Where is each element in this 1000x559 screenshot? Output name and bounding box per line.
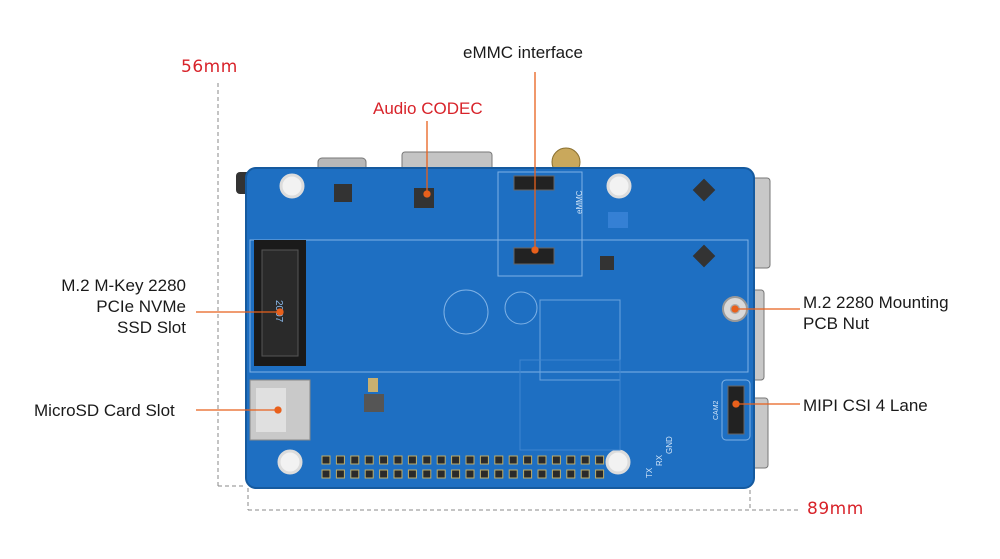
- m2-nut-label-line-2: PCB Nut: [803, 314, 870, 333]
- mipi-outline: [721, 379, 751, 441]
- emmc-callout-dot: [531, 246, 539, 254]
- gpio-pin: [364, 455, 374, 465]
- gpio-pin: [595, 455, 605, 465]
- m2-slot-label: M.2 M-Key 2280 PCIe NVMe SSD Slot: [61, 275, 186, 338]
- gpio-pin: [551, 455, 561, 465]
- gpio-pin: [494, 455, 504, 465]
- gpio-pin: [494, 469, 504, 479]
- gpio-pin: [321, 469, 331, 479]
- gpio-pin: [407, 455, 417, 465]
- height-dimension-label: 56mm: [181, 57, 238, 77]
- gpio-pin: [465, 469, 475, 479]
- gpio-pin: [595, 469, 605, 479]
- capacitor: [368, 378, 378, 392]
- gpio-pin: [335, 469, 345, 479]
- tx-silk-text: TX: [645, 467, 654, 478]
- gpio-pin: [479, 469, 489, 479]
- gpio-pin: [379, 455, 389, 465]
- m2-nut-callout-dot: [731, 305, 739, 313]
- gpio-pin: [580, 469, 590, 479]
- soc-area: [539, 299, 621, 381]
- audio-callout-dot: [423, 190, 431, 198]
- gpio-pin: [451, 469, 461, 479]
- emmc-silk-text: eMMC: [575, 190, 584, 214]
- gpio-pin: [350, 455, 360, 465]
- gpio-pin: [407, 469, 417, 479]
- gpio-header: [321, 455, 605, 479]
- mipi-callout-dot: [732, 400, 740, 408]
- rx-silk-text: RX: [655, 454, 664, 466]
- chip-small-3: [608, 212, 628, 228]
- microsd-label: MicroSD Card Slot: [34, 401, 175, 420]
- mounting-hole-tl: [279, 173, 305, 199]
- inductor: [364, 394, 384, 412]
- pcb: [246, 168, 754, 488]
- gpio-pin: [523, 455, 533, 465]
- gpio-pin: [379, 469, 389, 479]
- gpio-pin: [321, 455, 331, 465]
- gpio-pin: [436, 469, 446, 479]
- m2-outline: [249, 239, 749, 373]
- m2-slot-callout-dot: [276, 308, 284, 316]
- mounting-hole-bl: [277, 449, 303, 475]
- m2-hole-outline-2: [504, 291, 538, 325]
- chip-small-2: [600, 256, 614, 270]
- gpio-pin: [566, 469, 576, 479]
- gpio-pin: [393, 469, 403, 479]
- m2-hole-outline-1: [443, 289, 489, 335]
- gpio-pin: [551, 469, 561, 479]
- mipi-connector: [727, 385, 745, 435]
- audio-codec-label: Audio CODEC: [373, 99, 483, 118]
- gpio-pin: [508, 455, 518, 465]
- audio-codec-chip: [414, 188, 434, 208]
- microsd-callout-dot: [274, 406, 282, 414]
- gpio-pin: [566, 455, 576, 465]
- pcb-outline: [245, 167, 755, 489]
- gpio-pin: [479, 455, 489, 465]
- m2-slot-inner: [261, 249, 299, 357]
- gpio-pin: [537, 455, 547, 465]
- gpio-pin: [523, 469, 533, 479]
- gpio-pin: [465, 455, 475, 465]
- m2-slot-label-line-2: PCIe NVMe: [96, 297, 186, 316]
- mounting-hole-br: [605, 449, 631, 475]
- m2-slot-label-line-1: M.2 M-Key 2280: [61, 276, 186, 295]
- emmc-label: eMMC interface: [463, 43, 583, 62]
- emmc-connector-top: [513, 175, 555, 191]
- chip-small-1: [334, 184, 352, 202]
- emmc-outline: [497, 171, 583, 277]
- gpio-pin: [364, 469, 374, 479]
- mounting-hole-tr: [606, 173, 632, 199]
- trace-region: [519, 359, 621, 451]
- gpio-pin: [451, 455, 461, 465]
- width-dimension-label: 89mm: [807, 499, 864, 519]
- gpio-pin: [393, 455, 403, 465]
- gpio-pin: [422, 469, 432, 479]
- gpio-pin: [537, 469, 547, 479]
- m2-slot-label-line-3: SSD Slot: [117, 318, 186, 337]
- gpio-pin: [350, 469, 360, 479]
- gpio-pin: [436, 455, 446, 465]
- mipi-label: MIPI CSI 4 Lane: [803, 396, 928, 415]
- gpio-pin: [580, 455, 590, 465]
- gpio-pin: [422, 455, 432, 465]
- gnd-silk-text: GND: [665, 436, 674, 454]
- m2-nut-label-line-1: M.2 2280 Mounting: [803, 293, 949, 312]
- cam-silk-text: CAM2: [713, 400, 720, 420]
- gpio-pin: [508, 469, 518, 479]
- gpio-pin: [335, 455, 345, 465]
- m2-nut-label: M.2 2280 Mounting PCB Nut: [803, 292, 949, 334]
